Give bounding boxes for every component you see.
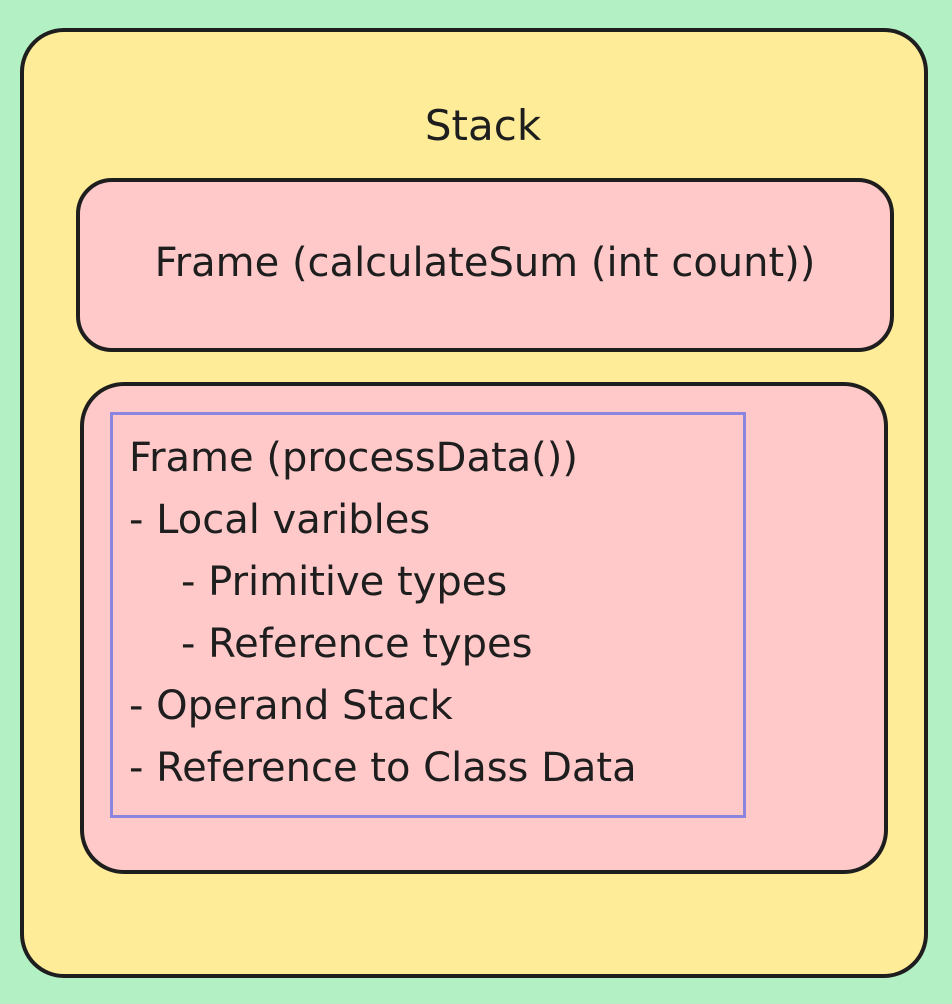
stack-title: Stack — [424, 101, 542, 150]
line-reference-to-class-data: - Reference to Class Data — [129, 745, 637, 791]
frame-process-data-text: Frame (processData()) - Local varibles -… — [129, 427, 637, 799]
frame-process-data[interactable]: Frame (processData()) - Local varibles -… — [80, 382, 888, 874]
line-primitive-types: - Primitive types — [181, 559, 508, 605]
frame-calculate-sum-label: Frame (calculateSum (int count)) — [154, 240, 816, 286]
stack-box[interactable]: Stack Frame (calculateSum (int count)) F… — [20, 28, 928, 978]
line-local-variables: - Local varibles — [129, 497, 431, 543]
frame-process-data-label: Frame (processData()) — [129, 435, 578, 481]
selected-text-box[interactable]: Frame (processData()) - Local varibles -… — [110, 412, 746, 818]
line-reference-types: - Reference types — [181, 621, 533, 667]
frame-calculate-sum[interactable]: Frame (calculateSum (int count)) — [76, 178, 894, 352]
line-operand-stack: - Operand Stack — [129, 683, 453, 729]
